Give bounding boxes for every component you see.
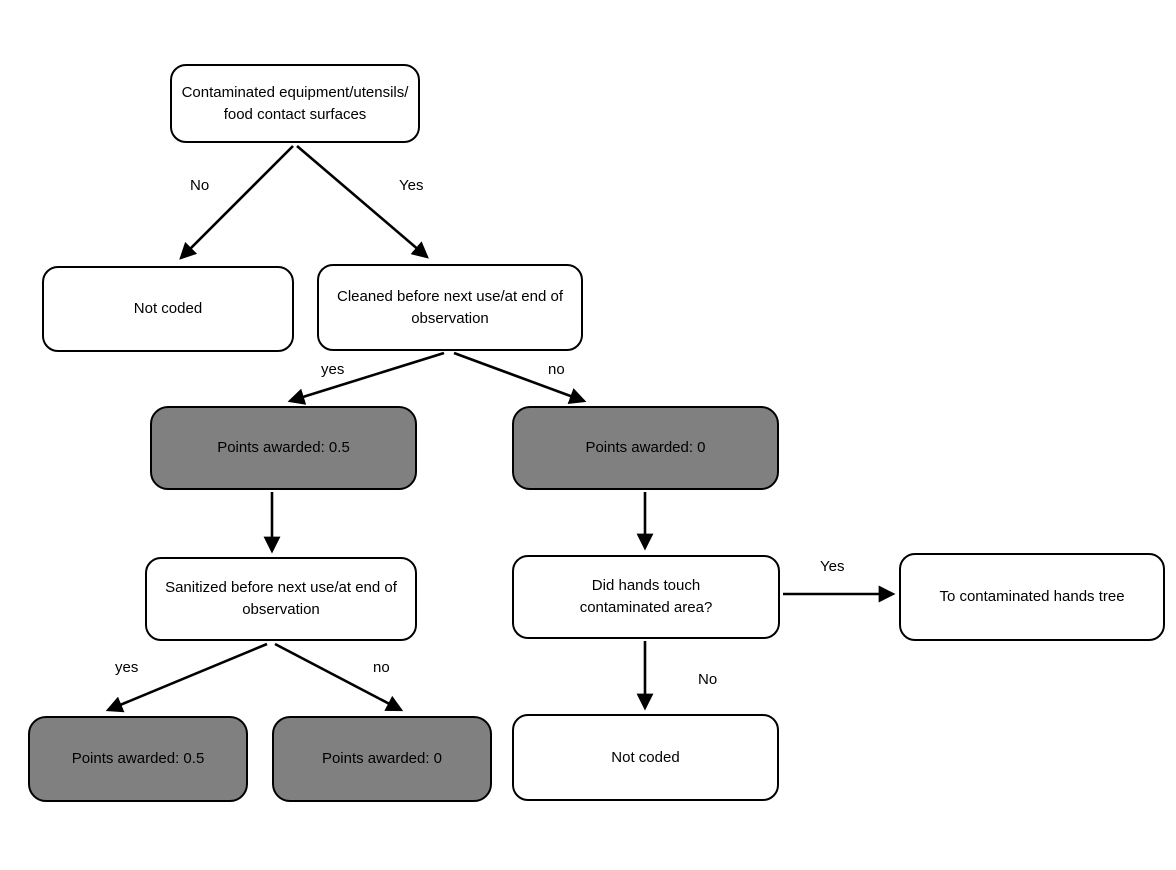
node-label: To contaminated hands tree	[939, 588, 1125, 606]
node-points-awarded-0-mid: Points awarded: 0	[512, 406, 779, 490]
node-points-awarded-05-bottom: Points awarded: 0.5	[28, 716, 248, 802]
arrow-sanitized-yes-to-points-05	[105, 642, 268, 713]
edge-label-root-yes: Yes	[399, 177, 424, 194]
node-not-coded-top: Not coded	[42, 266, 294, 352]
arrow-root-to-cleaned	[296, 145, 429, 259]
node-sanitized-before-next-use: Sanitized before next use/at end of obse…	[145, 557, 417, 641]
edge-label-sanitized-yes: yes	[115, 659, 139, 676]
node-label: Did hands touch contaminated area?	[579, 577, 713, 616]
edge-label-cleaned-yes: yes	[321, 361, 345, 378]
node-label: Points awarded: 0	[321, 750, 443, 768]
node-label: Sanitized before next use/at end of obse…	[165, 579, 397, 618]
node-to-contaminated-hands-tree: To contaminated hands tree	[899, 553, 1165, 641]
node-contaminated-equipment: Contaminated equipment/utensils/ food co…	[170, 64, 420, 143]
node-label: Contaminated equipment/utensils/ food co…	[181, 83, 409, 123]
arrow-root-to-not-coded	[179, 145, 294, 260]
node-cleaned-before-next-use: Cleaned before next use/at end of observ…	[317, 264, 583, 351]
node-points-awarded-05-mid: Points awarded: 0.5	[150, 406, 417, 490]
node-label: Points awarded: 0	[585, 439, 706, 457]
edge-label-sanitized-no: no	[373, 659, 390, 676]
node-points-awarded-0-bottom: Points awarded: 0	[272, 716, 492, 802]
node-label: Points awarded: 0.5	[71, 750, 205, 768]
node-label: Points awarded: 0.5	[217, 439, 350, 457]
edge-label-cleaned-no: no	[548, 361, 565, 378]
node-did-hands-touch: Did hands touch contaminated area?	[512, 555, 780, 639]
node-label: Not coded	[611, 748, 680, 766]
arrow-cleaned-yes-to-points-05	[287, 351, 445, 405]
node-label: Not coded	[133, 300, 203, 318]
node-not-coded-bottom: Not coded	[512, 714, 779, 801]
node-label: Cleaned before next use/at end of observ…	[337, 287, 563, 327]
edge-label-hands-yes: Yes	[820, 558, 845, 575]
edge-label-root-no: No	[190, 177, 210, 194]
edge-label-hands-no: No	[698, 671, 718, 688]
arrow-sanitized-no-to-points-0	[274, 642, 404, 712]
